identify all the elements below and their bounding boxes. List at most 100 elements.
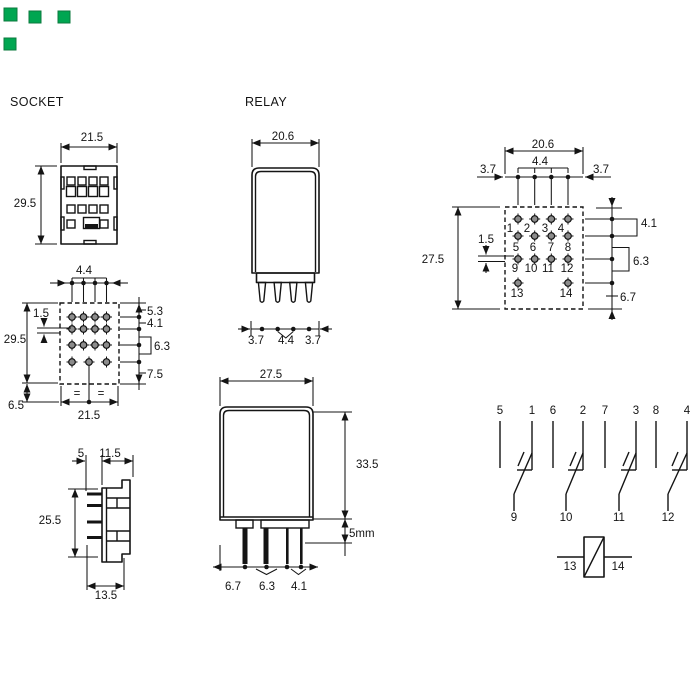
dim-relay-front-right: 3.7 (305, 335, 321, 347)
socket-contact-holes (65, 176, 110, 230)
socket-side-outline (101, 479, 131, 563)
pin-number-8: 8 (565, 242, 571, 254)
socket-side-notch (113, 216, 118, 231)
contact-2 (552, 421, 584, 511)
fiducial-markers (3, 7, 71, 51)
relay-base-flange (255, 272, 316, 284)
schematic-pin-9: 9 (511, 512, 517, 524)
dim-socket-pitch: 4.4 (76, 265, 93, 277)
dim-socket-depth: 11.5 (99, 448, 121, 460)
coil-symbol (557, 536, 632, 578)
pin-number-6: 6 (530, 242, 536, 254)
socket-side-notch (60, 216, 65, 231)
socket-side-view: 5 11.5 25.5 13.5 (39, 448, 134, 602)
schematic-pin-2: 2 (580, 405, 586, 417)
dim-relay-side-d2: 6.3 (259, 581, 275, 593)
relay-pin-layout: 20.6 4.4 3.7 3.7 1 2 3 4 5 6 7 8 9 10 (422, 139, 657, 320)
dim-relay-side-height: 33.5 (356, 459, 378, 471)
dim-socket-pin-length: 5 (78, 448, 84, 460)
schematic-pin-12: 12 (662, 512, 675, 524)
schematic-pin-13: 13 (564, 561, 577, 573)
socket-side-pins (87, 492, 102, 539)
socket-bottom-notch (83, 239, 97, 245)
relay-title: RELAY (245, 95, 287, 109)
dim-socket-d1: 5.3 (147, 306, 163, 318)
pin-number-13: 13 (511, 288, 524, 300)
relay-side-outline (219, 406, 314, 521)
relay-side-tab (260, 519, 310, 529)
schematic-pin-4: 4 (684, 405, 691, 417)
dim-pinout-d2: 6.3 (633, 256, 649, 268)
pin-number-14: 14 (560, 288, 573, 300)
dim-pinout-left: 3.7 (480, 164, 496, 176)
relay-side-tab (235, 519, 254, 529)
schematic-pin-5: 5 (497, 405, 503, 417)
relay-side-pins (242, 528, 303, 564)
pin-number-4: 4 (558, 223, 565, 235)
fiducial-marker (28, 10, 42, 24)
relay-front-view: 20.6 3.7 4.4 3.7 (238, 131, 332, 347)
socket-side-notch (113, 176, 118, 190)
dim-socket-front-height: 29.5 (14, 198, 36, 210)
contact-4 (655, 421, 688, 511)
dim-socket-layout-width: 21.5 (78, 410, 100, 422)
dim-socket-side-width: 13.5 (95, 590, 117, 602)
dim-socket-bottom-offset: 6.5 (8, 400, 24, 412)
schematic-pin-7: 7 (602, 405, 608, 417)
dim-socket-layout-height: 29.5 (4, 334, 26, 346)
dim-relay-side-d3: 4.1 (291, 581, 307, 593)
dim-pinout-d1: 4.1 (641, 218, 657, 230)
relay-side-view: 27.5 6.7 6.3 4.1 33.5 5mm (213, 369, 378, 593)
schematic-pin-3: 3 (633, 405, 639, 417)
dim-relay-pin-length: 5mm (349, 528, 375, 540)
dim-relay-front-left: 3.7 (248, 335, 264, 347)
dim-socket-front-width: 21.5 (81, 132, 103, 144)
relay-footprint-outline (504, 206, 584, 310)
socket-top-notch (83, 165, 97, 171)
pin-number-3: 3 (542, 223, 548, 235)
relay-front-pins (257, 281, 314, 303)
schematic-pin-1: 1 (529, 405, 535, 417)
pin-number-12: 12 (561, 263, 574, 275)
dim-pinout-height: 27.5 (422, 254, 444, 266)
socket-title: SOCKET (10, 95, 64, 109)
schematic-pin-14: 14 (612, 561, 625, 573)
contact-1 (499, 421, 533, 511)
contact-3 (604, 421, 637, 511)
dim-pinout-d3: 6.7 (620, 292, 636, 304)
dim-socket-d3: 6.3 (154, 341, 170, 353)
relay-body-outline (251, 167, 320, 274)
dim-pinout-row-offset: 1.5 (478, 234, 494, 246)
schematic-pin-8: 8 (653, 405, 659, 417)
dim-relay-side-width: 27.5 (260, 369, 282, 381)
equal-spacing-mark: = (98, 388, 105, 400)
pin-number-7: 7 (548, 242, 554, 254)
socket-pins (65, 310, 113, 369)
dim-relay-front-pitch: 4.4 (278, 335, 295, 347)
schematic-pin-10: 10 (560, 512, 573, 524)
pin-number-10: 10 (525, 263, 538, 275)
fiducial-marker (3, 37, 17, 51)
dim-pinout-width: 20.6 (532, 139, 554, 151)
dim-socket-d2: 4.1 (147, 318, 163, 330)
schematic-pin-6: 6 (550, 405, 556, 417)
fiducial-marker (3, 7, 18, 22)
socket-pin-layout: 4.4 1.5 29.5 6.5 (4, 265, 170, 422)
fiducial-marker (57, 10, 71, 24)
dim-socket-row-offset: 1.5 (33, 308, 49, 320)
dim-socket-d4: 7.5 (147, 369, 163, 381)
dim-pinout-pitch: 4.4 (532, 156, 549, 168)
socket-front-view: 21.5 29.5 (14, 132, 118, 245)
contact-schematic: 5 1 6 2 7 3 8 4 (497, 405, 691, 578)
pin-number-1: 1 (507, 223, 513, 235)
pin-number-11: 11 (542, 263, 554, 275)
dim-relay-side-d1: 6.7 (225, 581, 241, 593)
dim-socket-pin-span: 25.5 (39, 515, 61, 527)
schematic-pin-11: 11 (613, 512, 625, 524)
equal-spacing-mark: = (74, 388, 81, 400)
socket-side-notch (60, 176, 65, 190)
pin-number-9: 9 (512, 263, 518, 275)
pin-number-2: 2 (524, 223, 530, 235)
